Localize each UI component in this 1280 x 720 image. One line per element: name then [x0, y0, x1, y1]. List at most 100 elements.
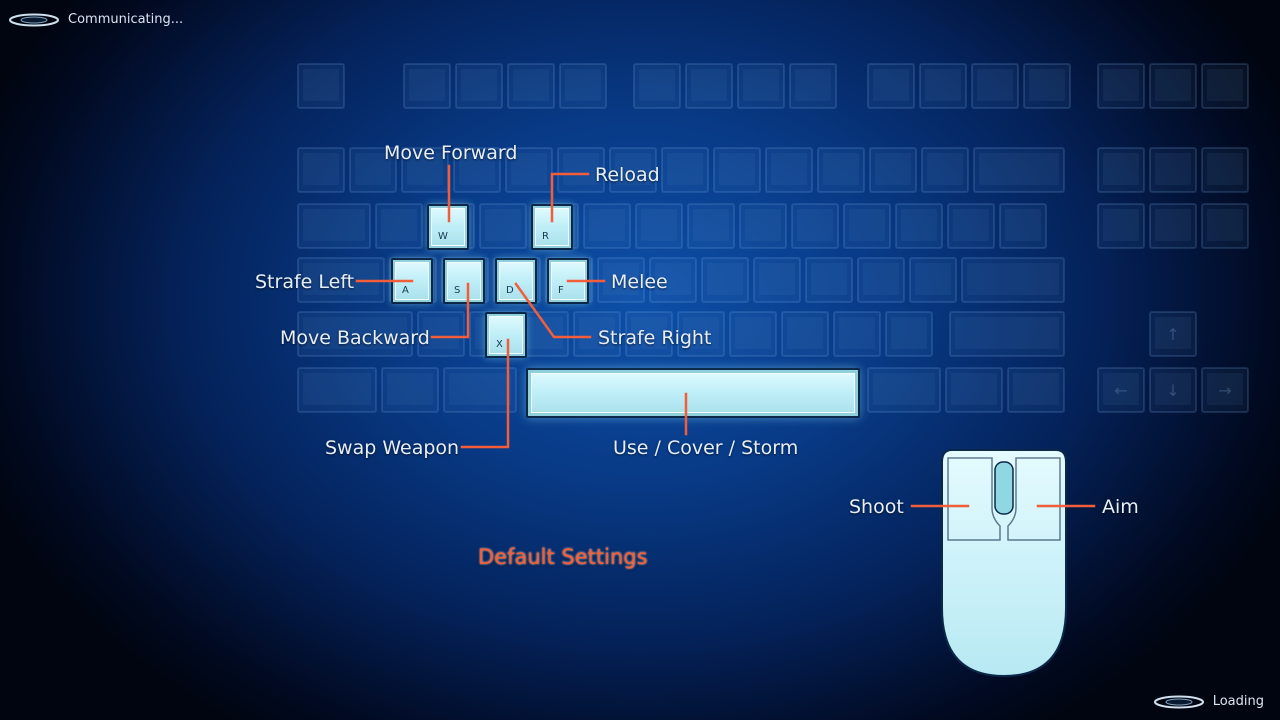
background-key-face: [839, 317, 875, 349]
background-key: [1149, 203, 1197, 249]
label-aim: Aim: [1102, 496, 1139, 518]
background-key: [559, 63, 607, 109]
key-x: X: [485, 312, 527, 358]
background-key-face: [875, 153, 911, 185]
background-key: [1097, 147, 1145, 193]
background-key: [1201, 63, 1249, 109]
status-text: Communicating...: [68, 12, 184, 27]
background-key-face: [849, 209, 885, 241]
key-s-label: S: [454, 285, 461, 296]
background-key: [661, 147, 709, 193]
background-key-face: [873, 69, 909, 101]
background-key-face: [1207, 69, 1243, 101]
background-key-face: [355, 153, 391, 185]
background-key-face: [511, 153, 547, 185]
background-key-face: [1103, 69, 1139, 101]
background-key: [729, 311, 777, 357]
mouse-icon: [941, 449, 1067, 678]
background-arrow-glyph: ←: [1114, 381, 1127, 400]
background-key: [1023, 63, 1071, 109]
background-key: [867, 63, 915, 109]
background-key: [921, 147, 969, 193]
background-key-face: [1155, 373, 1191, 405]
background-key-face: [1207, 209, 1243, 241]
key-space: [526, 368, 860, 418]
background-key-face: [1005, 209, 1041, 241]
background-key: [455, 63, 503, 109]
status-text: Loading: [1212, 694, 1264, 709]
background-key: [949, 311, 1065, 357]
loading-ring-icon: [1153, 695, 1205, 709]
background-key: [479, 203, 527, 249]
background-key-face: [951, 373, 997, 405]
background-key-face: [303, 209, 365, 241]
background-key: [349, 147, 397, 193]
background-key: [297, 147, 345, 193]
background-key-face: [759, 263, 795, 295]
background-key: [649, 257, 697, 303]
background-key: [583, 203, 631, 249]
background-key: [817, 147, 865, 193]
background-key-face: [1103, 153, 1139, 185]
background-key-face: [1155, 69, 1191, 101]
background-key: [857, 257, 905, 303]
background-key-face: [641, 209, 677, 241]
background-key: [919, 63, 967, 109]
background-key-face: [603, 263, 639, 295]
background-key: [895, 203, 943, 249]
background-key-face: [667, 153, 703, 185]
background-key: [869, 147, 917, 193]
key-w: W: [427, 204, 469, 250]
background-key-face: [823, 153, 859, 185]
background-key: [805, 257, 853, 303]
background-key: [403, 63, 451, 109]
background-key-face: [683, 317, 719, 349]
label-swap-weapon: Swap Weapon: [325, 437, 460, 459]
background-key-face: [955, 317, 1059, 349]
background-key: [753, 257, 801, 303]
background-key: [633, 63, 681, 109]
background-key-face: [1103, 373, 1139, 405]
key-s: S: [443, 258, 485, 304]
background-key-face: [303, 69, 339, 101]
background-key: [625, 311, 673, 357]
key-a-label: A: [402, 285, 409, 296]
background-key-face: [461, 69, 497, 101]
background-key-face: [1155, 153, 1191, 185]
background-key-face: [719, 153, 755, 185]
background-key: [297, 63, 345, 109]
background-key-face: [927, 153, 963, 185]
background-key: [1149, 367, 1197, 413]
status-communicating: Communicating...: [8, 12, 183, 27]
background-key: [973, 147, 1065, 193]
background-key-face: [563, 153, 599, 185]
background-key-face: [303, 263, 379, 295]
background-key-face: [565, 69, 601, 101]
background-key: [1097, 203, 1145, 249]
background-key-face: [639, 69, 675, 101]
background-key-face: [589, 209, 625, 241]
background-key: [1201, 203, 1249, 249]
key-d: D: [495, 258, 537, 304]
background-key: [765, 147, 813, 193]
background-key-face: [381, 209, 417, 241]
background-key: [833, 311, 881, 357]
background-key: [971, 63, 1019, 109]
background-key: [507, 63, 555, 109]
background-key: [867, 367, 941, 413]
background-key-face: [449, 373, 511, 405]
background-key: [505, 147, 553, 193]
background-key-face: [967, 263, 1059, 295]
background-key: [1201, 367, 1249, 413]
background-key-face: [795, 69, 831, 101]
background-key-face: [1155, 317, 1191, 349]
background-key-face: [891, 317, 927, 349]
key-f-label: F: [558, 285, 564, 296]
background-key-face: [615, 153, 651, 185]
background-key: [999, 203, 1047, 249]
background-key-face: [407, 153, 443, 185]
background-key: [635, 203, 683, 249]
background-key: [381, 367, 439, 413]
key-w-label: W: [438, 231, 448, 242]
